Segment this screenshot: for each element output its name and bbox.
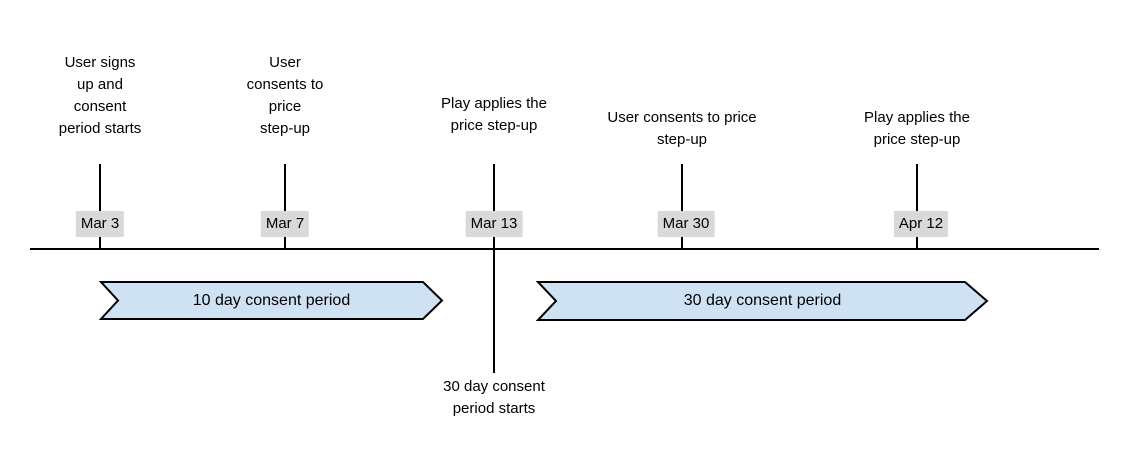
date-badge-mar-13: Mar 13	[465, 211, 523, 237]
event-label-first-consent: User consents to price step-up	[246, 54, 324, 137]
date-badge-mar-30: Mar 30	[657, 211, 715, 237]
event-label-signup: User signs up and consent period starts	[58, 54, 142, 137]
period-label-30-day: 30 day consent period	[683, 292, 842, 309]
tick-mar-7	[284, 164, 286, 249]
period-arrow-30-day	[535, 281, 989, 321]
timeline-axis	[30, 248, 1099, 250]
date-badge-apr-12: Apr 12	[893, 211, 949, 237]
tick-mar-13	[493, 164, 495, 373]
date-badge-mar-7: Mar 7	[260, 211, 310, 237]
date-badge-mar-3: Mar 3	[75, 211, 125, 237]
period-start-annotation: 30 day consent period starts	[443, 378, 545, 417]
event-label-second-apply: Play applies the price step-up	[864, 109, 970, 148]
tick-mar-3	[99, 164, 101, 249]
event-label-first-apply: Play applies the price step-up	[441, 95, 547, 134]
period-arrow-10-day	[98, 281, 444, 320]
tick-mar-30	[681, 164, 683, 249]
period-label-10-day: 10 day consent period	[192, 292, 351, 309]
event-label-second-consent: User consents to price step-up	[607, 109, 757, 148]
tick-apr-12	[916, 164, 918, 249]
